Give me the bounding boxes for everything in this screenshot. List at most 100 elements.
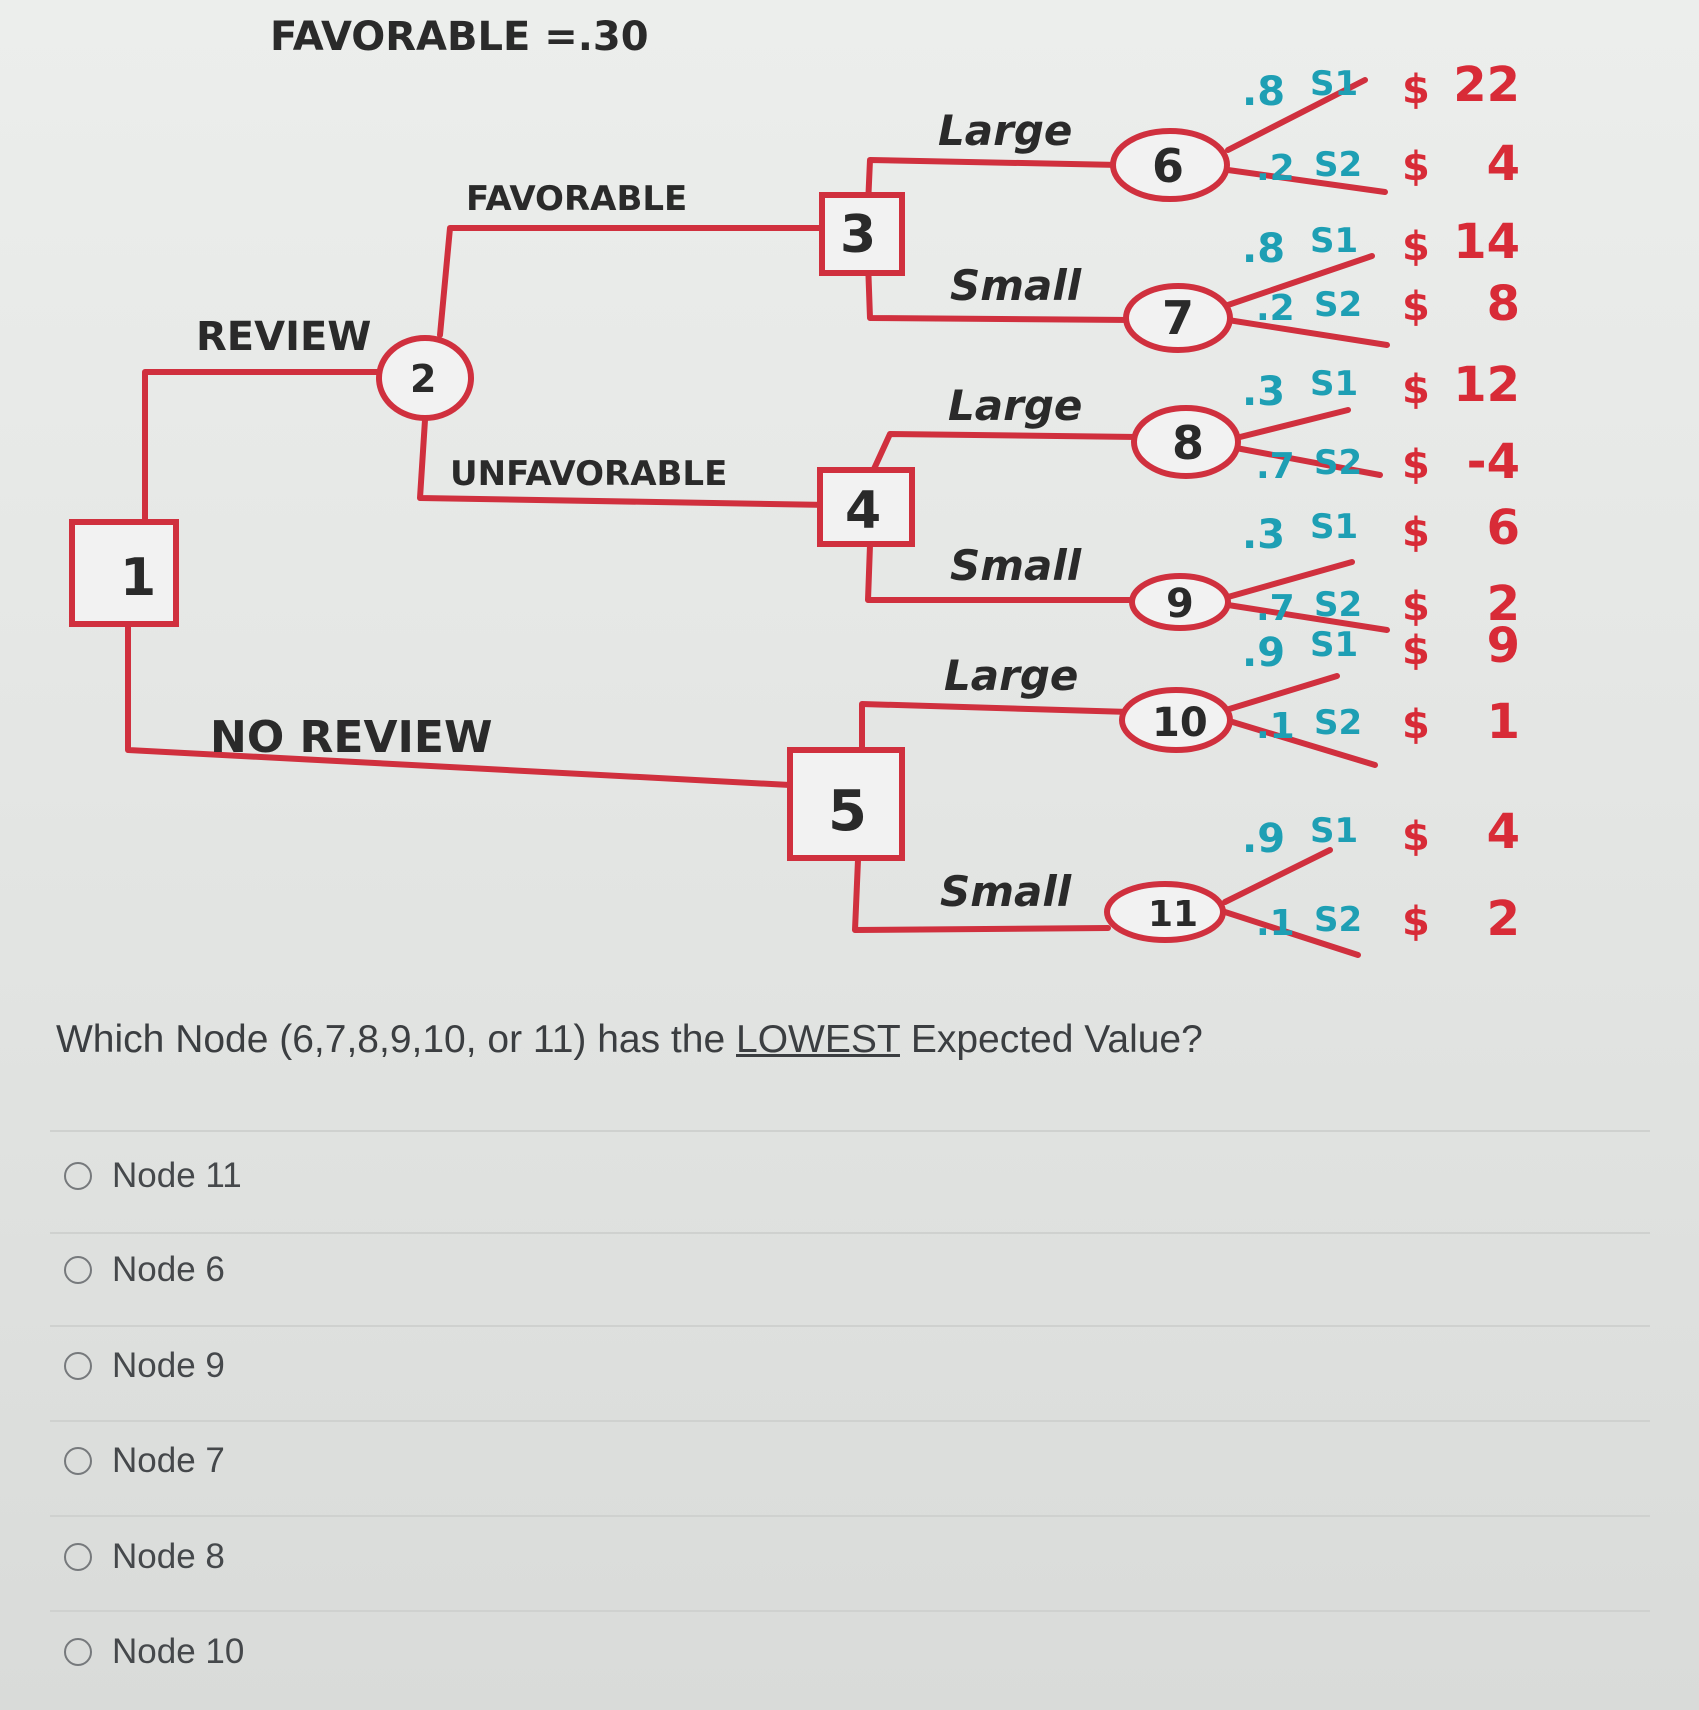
- option-node-6[interactable]: Node 6: [64, 1250, 225, 1290]
- node-6-dollar-icon-s1: $: [1402, 67, 1430, 113]
- chance-node-6: 6: [1110, 128, 1230, 202]
- branch-label-favorable: FAVORABLE: [466, 179, 687, 219]
- decision-node-5: 5: [787, 747, 905, 861]
- node-10-probability-s2: .1: [1256, 706, 1295, 747]
- svg-text:6: 6: [1152, 139, 1184, 193]
- chance-node-2: 2: [376, 335, 474, 421]
- node-9-probability-s2: .7: [1256, 588, 1295, 629]
- node-10-state-s2: S2: [1314, 703, 1362, 743]
- node-11-payoff-s2: 2: [1487, 891, 1520, 947]
- node-8-state-s1: S1: [1310, 364, 1358, 404]
- chance-node-10: 10: [1119, 687, 1233, 753]
- node-10-probability-s1: .9: [1242, 630, 1285, 676]
- node-7-state-s2: S2: [1314, 285, 1362, 325]
- question-text: Which Node (6,7,8,9,10, or 11) has the L…: [56, 1018, 1556, 1062]
- node-10-state-s1: S1: [1310, 625, 1358, 665]
- node-11-state-s2: S2: [1314, 900, 1362, 940]
- node-9-probability-s1: .3: [1242, 512, 1285, 558]
- node-8-payoff-s2: -4: [1467, 434, 1520, 490]
- branch-label-small-5: Small: [940, 867, 1072, 916]
- branch-label-large-4: Large: [948, 381, 1082, 430]
- node-7-payoff-s2: 8: [1487, 276, 1520, 332]
- divider: [50, 1515, 1650, 1517]
- node-8-probability-s2: .7: [1256, 446, 1295, 487]
- decision-node-4: 4: [817, 467, 915, 547]
- decision-tree-diagram: FAVORABLE =.30: [69, 14, 1520, 958]
- branch-label-small-4: Small: [950, 541, 1082, 590]
- node-11-payoff-s1: 4: [1487, 804, 1520, 860]
- svg-text:1: 1: [120, 548, 156, 608]
- node-7-payoff-s1: 14: [1453, 214, 1520, 270]
- divider: [50, 1130, 1650, 1132]
- divider: [50, 1325, 1650, 1327]
- option-node-7[interactable]: Node 7: [64, 1441, 225, 1481]
- decision-node-3: 3: [819, 192, 905, 276]
- node-6-payoff-s1: 22: [1453, 57, 1520, 113]
- radio-circle-icon[interactable]: [64, 1352, 92, 1380]
- question-after: Expected Value?: [899, 1018, 1203, 1061]
- option-label: Node 11: [112, 1156, 242, 1195]
- divider: [50, 1610, 1650, 1612]
- branch-label-review: REVIEW: [196, 314, 371, 360]
- option-label: Node 7: [112, 1441, 225, 1480]
- svg-text:2: 2: [410, 357, 436, 401]
- node-9-state-s1: S1: [1310, 507, 1358, 547]
- node-6-state-s1: S1: [1310, 64, 1358, 104]
- option-label: Node 10: [112, 1632, 245, 1671]
- svg-text:11: 11: [1148, 894, 1198, 935]
- chance-node-7: 7: [1123, 283, 1233, 353]
- branch-label-large-5: Large: [944, 651, 1078, 700]
- node-11-dollar-icon-s1: $: [1402, 814, 1430, 860]
- node-8-state-s2: S2: [1314, 443, 1362, 483]
- node-11-state-s1: S1: [1310, 811, 1358, 851]
- divider: [50, 1420, 1650, 1422]
- node-6-payoff-s2: 4: [1487, 136, 1520, 192]
- decision-node-1: 1: [69, 519, 179, 627]
- node-9-payoff-s2: 2: [1487, 576, 1520, 632]
- svg-text:8: 8: [1172, 416, 1204, 470]
- chance-node-9: 9: [1129, 573, 1231, 631]
- node-8-dollar-icon-s2: $: [1402, 442, 1430, 488]
- branch-label-no-review: NO REVIEW: [210, 712, 493, 763]
- node-11-probability-s2: .1: [1256, 903, 1295, 944]
- radio-circle-icon[interactable]: [64, 1256, 92, 1284]
- node-7-probability-s2: .2: [1256, 288, 1295, 329]
- chance-node-8: 8: [1131, 405, 1241, 479]
- radio-circle-icon[interactable]: [64, 1162, 92, 1190]
- option-node-8[interactable]: Node 8: [64, 1537, 225, 1577]
- divider: [50, 1232, 1650, 1234]
- question-emphasis: LOWEST: [736, 1018, 900, 1061]
- node-9-state-s2: S2: [1314, 585, 1362, 625]
- option-node-10[interactable]: Node 10: [64, 1632, 244, 1672]
- node-10-payoff-s1: 9: [1487, 618, 1520, 674]
- svg-text:7: 7: [1162, 291, 1194, 345]
- node-9-dollar-icon-s2: $: [1402, 584, 1430, 630]
- node-7-dollar-icon-s2: $: [1402, 284, 1430, 330]
- question-before: Which Node (6,7,8,9,10, or 11) has the: [56, 1018, 736, 1061]
- node-10-payoff-s2: 1: [1487, 694, 1520, 750]
- svg-text:3: 3: [840, 205, 876, 265]
- node-6-probability-s2: .2: [1256, 148, 1295, 189]
- node-10-dollar-icon-s1: $: [1402, 628, 1430, 674]
- radio-circle-icon[interactable]: [64, 1543, 92, 1571]
- svg-text:9: 9: [1166, 581, 1194, 627]
- option-label: Node 6: [112, 1250, 225, 1289]
- radio-circle-icon[interactable]: [64, 1447, 92, 1475]
- radio-circle-icon[interactable]: [64, 1638, 92, 1666]
- node-7-state-s1: S1: [1310, 221, 1358, 261]
- node-11-dollar-icon-s2: $: [1402, 899, 1430, 945]
- chance-node-11: 11: [1104, 881, 1226, 943]
- node-9-payoff-s1: 6: [1487, 500, 1520, 556]
- node-7-probability-s1: .8: [1242, 226, 1285, 272]
- svg-text:10: 10: [1152, 700, 1208, 746]
- node-10-dollar-icon-s2: $: [1402, 702, 1430, 748]
- option-node-9[interactable]: Node 9: [64, 1346, 225, 1386]
- favorable-probability-header: FAVORABLE =.30: [270, 14, 649, 60]
- option-node-11[interactable]: Node 11: [64, 1156, 242, 1196]
- branch-label-large-3: Large: [938, 106, 1072, 155]
- node-8-dollar-icon-s1: $: [1402, 367, 1430, 413]
- node-6-state-s2: S2: [1314, 145, 1362, 185]
- node-8-probability-s1: .3: [1242, 369, 1285, 415]
- node-7-dollar-icon-s1: $: [1402, 224, 1430, 270]
